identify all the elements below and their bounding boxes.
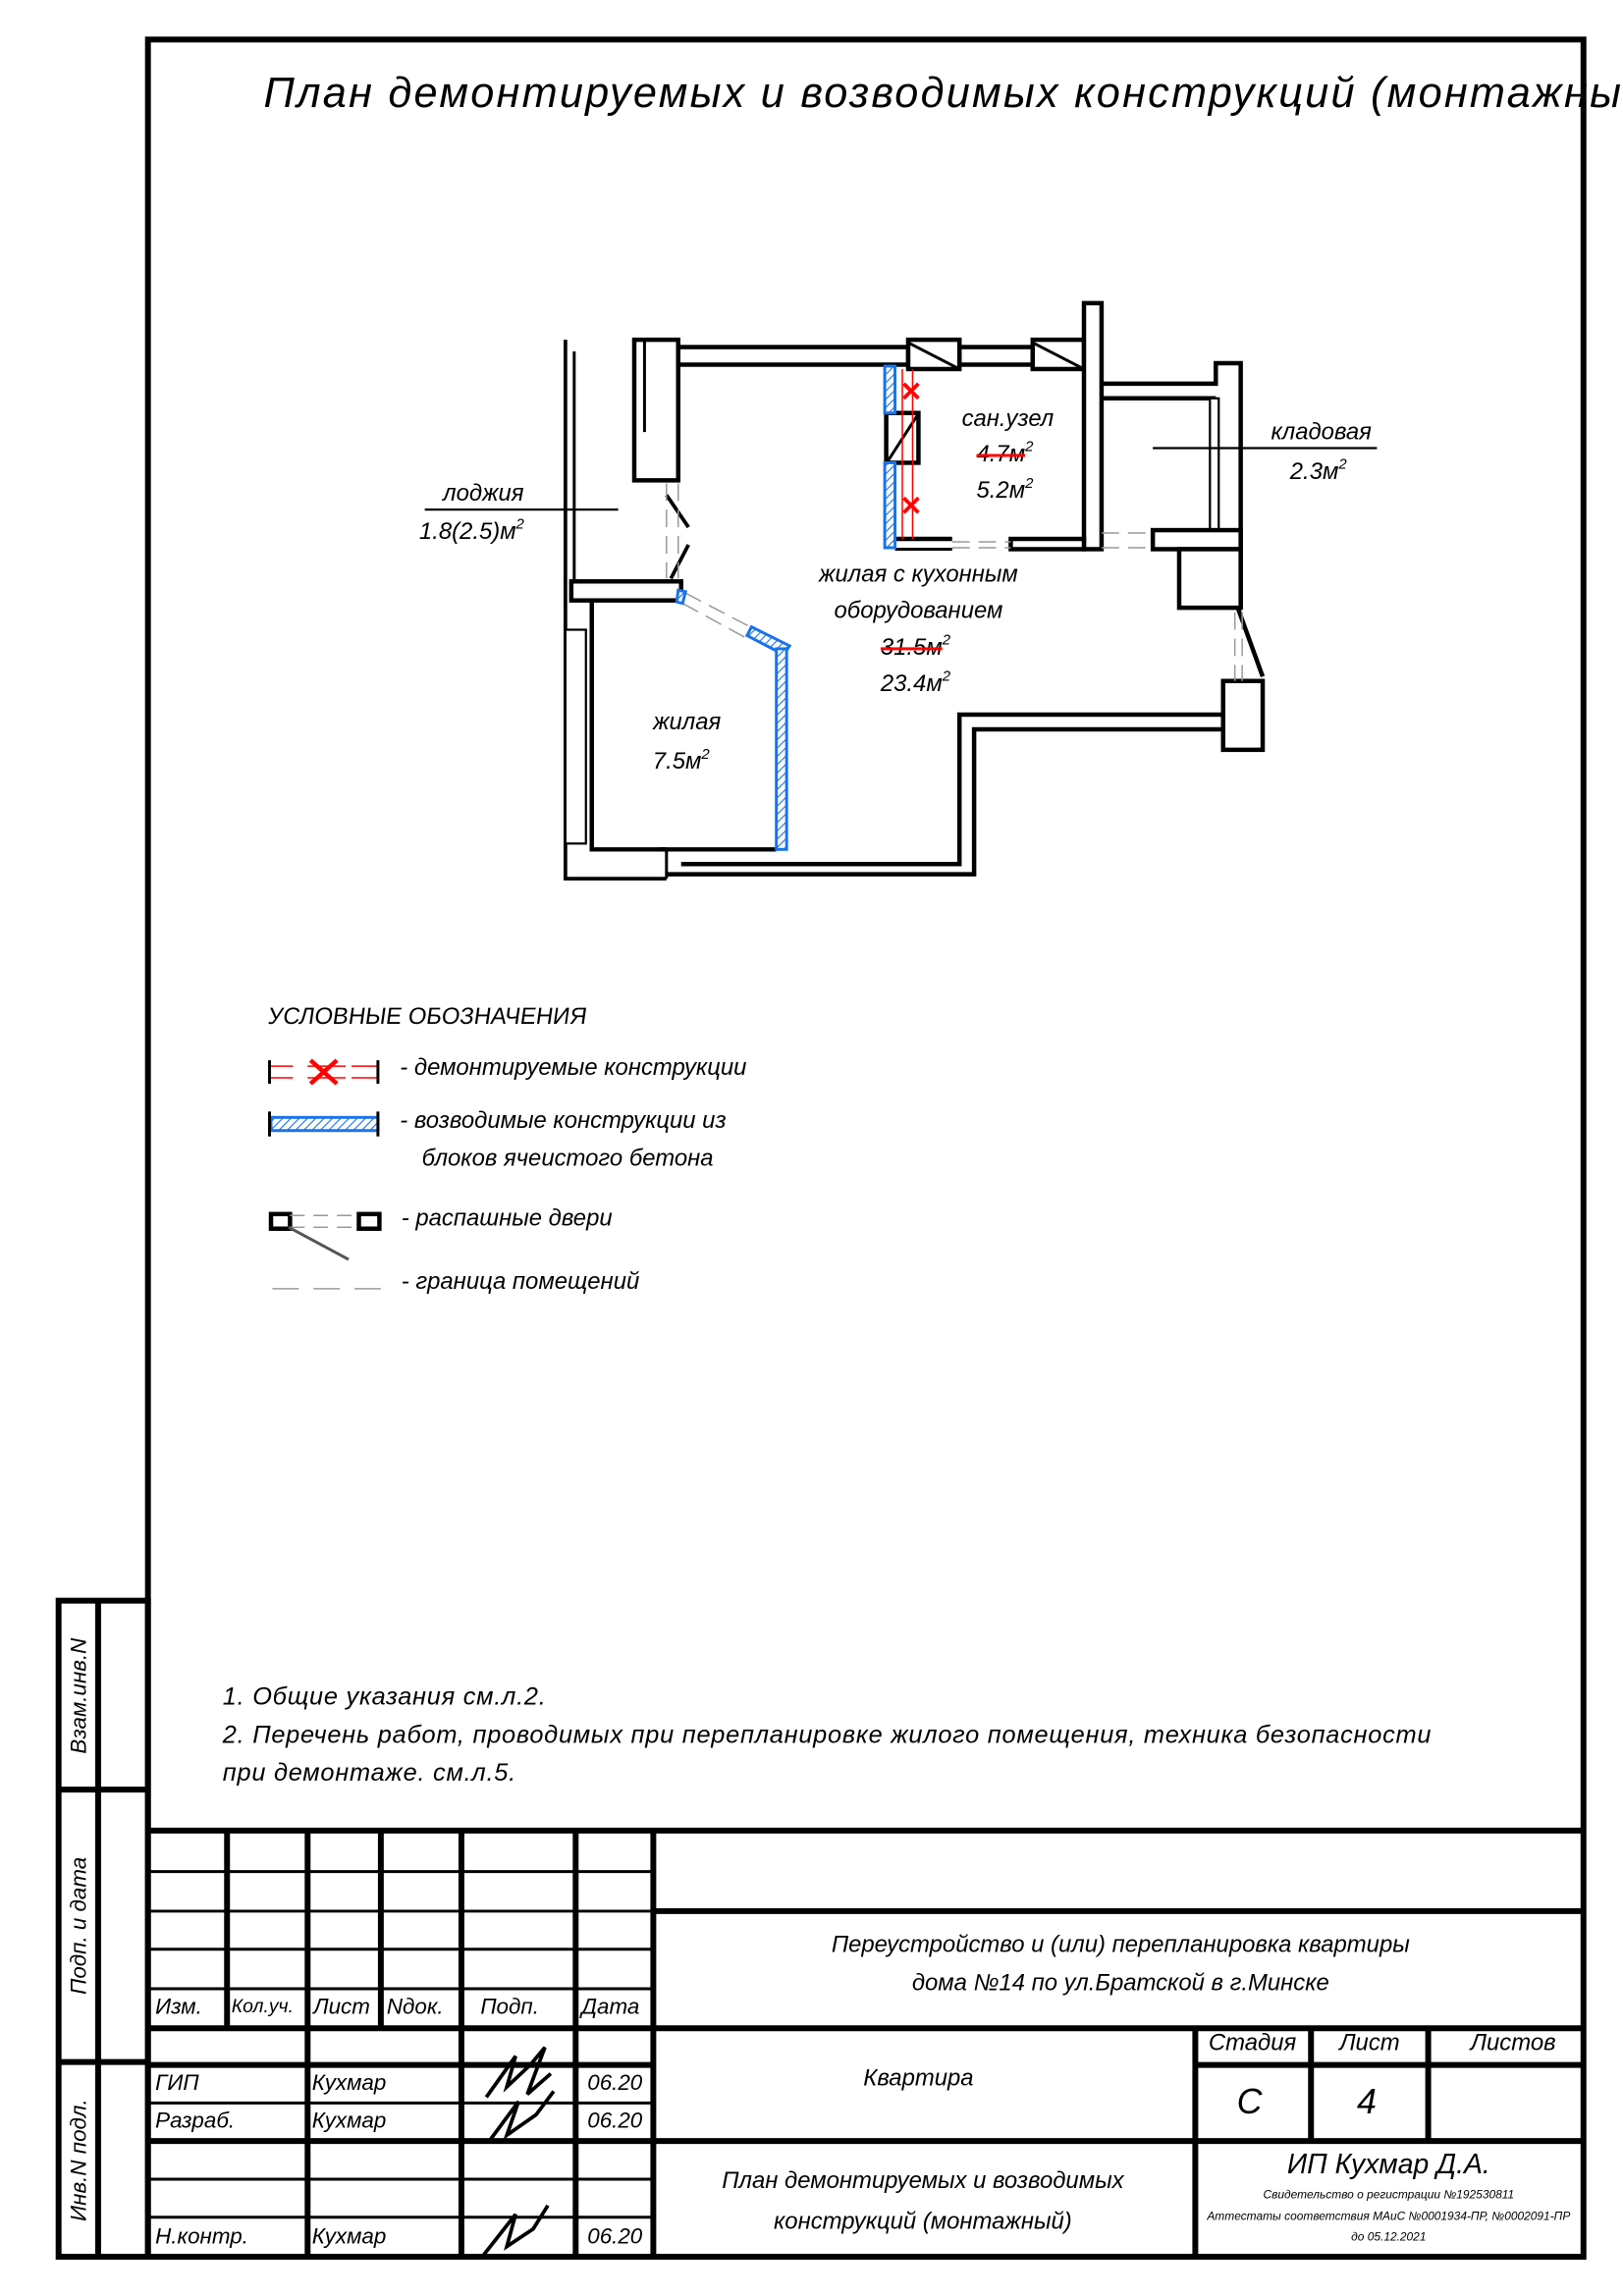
page-title: План демонтируемых и возводимых конструк… xyxy=(263,70,1623,118)
sheet-frame xyxy=(55,36,1587,2261)
tb-sheet-value: 4 xyxy=(1356,2082,1377,2122)
tb-date-norm-control: 06.20 xyxy=(587,2224,643,2250)
room-old-area-living-kitchen: 31.5м2 xyxy=(880,632,950,661)
tb-cert-registration: Свидетельство о регистрации №192530811 xyxy=(1263,2187,1515,2202)
title-block-grid xyxy=(147,1827,1584,2258)
tb-cert-attestation: Аттестаты соответствия МАиС №0001934-ПР,… xyxy=(1207,2210,1571,2223)
tb-header-count: Кол.уч. xyxy=(231,1994,294,2017)
tb-stage-label: Стадия xyxy=(1208,2031,1297,2056)
tb-cert-valid-until: до 05.12.2021 xyxy=(1351,2230,1427,2244)
room-area-loggia: 1.8(2.5)м2 xyxy=(418,516,524,545)
tb-date-chief-engineer: 06.20 xyxy=(587,2070,643,2096)
tb-stage-value: С xyxy=(1236,2082,1263,2122)
tb-header-date: Дата xyxy=(581,1994,640,2020)
tb-sheet-label: Лист xyxy=(1339,2031,1400,2056)
room-name-living-kitchen-2: оборудованием xyxy=(834,599,1003,624)
legend-item-new-walls: - возводимые конструкции из xyxy=(400,1108,727,1134)
note-3: при демонтаже. см.л.5. xyxy=(222,1758,516,1788)
demolished-walls xyxy=(901,368,920,540)
tb-date-developer: 06.20 xyxy=(587,2109,643,2134)
tb-header-change: Изм. xyxy=(155,1994,202,2020)
room-name-loggia: лоджия xyxy=(443,481,524,507)
note-2: 2. Перечень работ, проводимых при перепл… xyxy=(222,1720,1433,1749)
legend-item-new-walls-2: блоков ячеистого бетона xyxy=(421,1147,714,1172)
legend-symbol-demolished xyxy=(268,1058,380,1086)
room-boundaries xyxy=(666,483,1243,681)
room-area-living-kitchen: 23.4м2 xyxy=(880,668,950,698)
side-stamp-original-inv: Инв.N подл. xyxy=(66,2099,92,2221)
tb-role-chief-engineer: ГИП xyxy=(155,2070,199,2096)
tb-name-chief-engineer: Кухмар xyxy=(311,2070,387,2096)
tb-role-developer: Разраб. xyxy=(155,2109,236,2134)
tb-header-doc-no: Nдок. xyxy=(386,1994,444,2020)
room-old-area-bathroom: 4.7м2 xyxy=(976,439,1034,467)
room-name-storage: кладовая xyxy=(1271,420,1372,446)
leader-lines xyxy=(424,447,1378,511)
legend-item-boundary: - граница помещений xyxy=(401,1269,640,1295)
legend-item-demolished: - демонтируемые конструкции xyxy=(400,1055,747,1082)
legend-symbol-door xyxy=(268,1211,382,1261)
room-name-bedroom: жилая xyxy=(653,710,722,735)
legend-symbol-new-walls xyxy=(268,1111,380,1137)
tb-project-line-1: Переустройство и (или) перепланировка кв… xyxy=(831,1933,1410,1958)
room-area-bathroom: 5.2м2 xyxy=(976,475,1034,505)
tb-header-signature: Подп. xyxy=(480,1994,539,2020)
tb-name-norm-control: Кухмар xyxy=(311,2224,387,2250)
room-area-storage: 2.3м2 xyxy=(1289,456,1347,485)
side-stamp-replacement-inv: Взам.инв.N xyxy=(66,1637,92,1754)
room-name-bathroom: сан.узел xyxy=(961,406,1055,433)
tb-drawing-line-1: План демонтируемых и возводимых xyxy=(722,2168,1124,2194)
tb-role-norm-control: Н.контр. xyxy=(155,2224,248,2250)
legend-item-doors: - распашные двери xyxy=(401,1206,613,1232)
signatures xyxy=(481,2046,556,2257)
side-stamp-signature-date: Подп. и дата xyxy=(66,1856,92,1995)
tb-header-sheet: Лист xyxy=(313,1994,370,2020)
floor-plan xyxy=(564,300,1266,881)
tb-project-line-2: дома №14 по ул.Братской в г.Минске xyxy=(911,1971,1329,1997)
tb-company: ИП Кухмар Д.А. xyxy=(1286,2150,1490,2181)
room-area-bedroom: 7.5м2 xyxy=(652,746,710,775)
legend-heading: УСЛОВНЫЕ ОБОЗНАЧЕНИЯ xyxy=(266,1004,589,1030)
tb-sheets-label: Листов xyxy=(1470,2031,1556,2056)
new-walls xyxy=(675,364,897,851)
tb-name-developer: Кухмар xyxy=(311,2109,387,2134)
room-name-living-kitchen: жилая с кухонным xyxy=(819,561,1018,588)
tb-drawing-line-2: конструкций (монтажный) xyxy=(774,2210,1072,2235)
tb-object: Квартира xyxy=(863,2066,974,2092)
note-1: 1. Общие указания см.л.2. xyxy=(222,1682,547,1711)
